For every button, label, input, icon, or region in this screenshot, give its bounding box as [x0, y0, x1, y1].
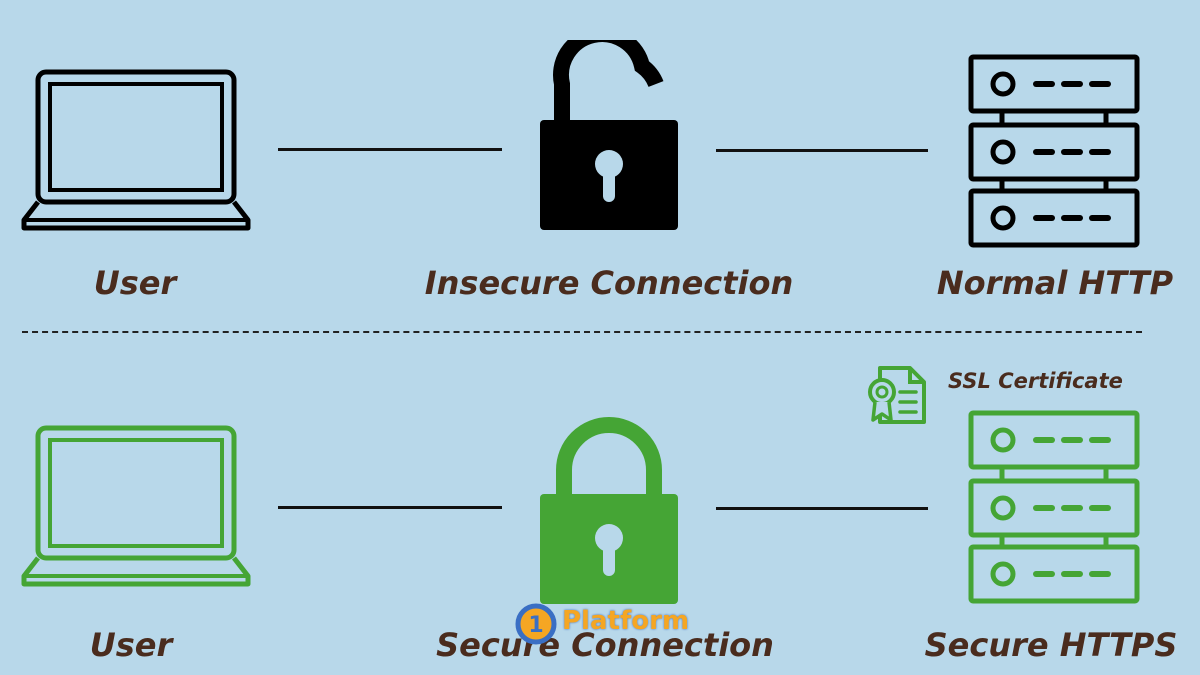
- connection-line-right: [716, 149, 928, 152]
- watermark-text: Platform: [562, 606, 690, 636]
- connection-line-right: [716, 507, 928, 510]
- bottom-connection-label: Secure Connection: [436, 626, 774, 664]
- watermark-logo: 1 Platform: [514, 602, 704, 646]
- top-connection-label: Insecure Connection: [424, 264, 794, 302]
- ssl-certificate-label: SSL Certificate: [948, 369, 1123, 393]
- laptop-icon: [21, 425, 251, 587]
- svg-text:1: 1: [528, 613, 543, 638]
- logo-icon: 1: [515, 603, 557, 645]
- unlocked-padlock-icon: [540, 40, 678, 230]
- bottom-server-label: Secure HTTPS: [924, 626, 1178, 664]
- server-icon: [968, 410, 1140, 604]
- bottom-user-label: User: [89, 626, 173, 664]
- locked-padlock-icon: [540, 417, 678, 604]
- connection-line-left: [278, 148, 502, 151]
- laptop-icon: [21, 69, 251, 231]
- server-icon: [968, 54, 1140, 248]
- certificate-icon: [868, 366, 926, 424]
- top-user-label: User: [93, 264, 177, 302]
- top-server-label: Normal HTTP: [936, 264, 1174, 302]
- connection-line-left: [278, 506, 502, 509]
- section-divider: [22, 331, 1142, 333]
